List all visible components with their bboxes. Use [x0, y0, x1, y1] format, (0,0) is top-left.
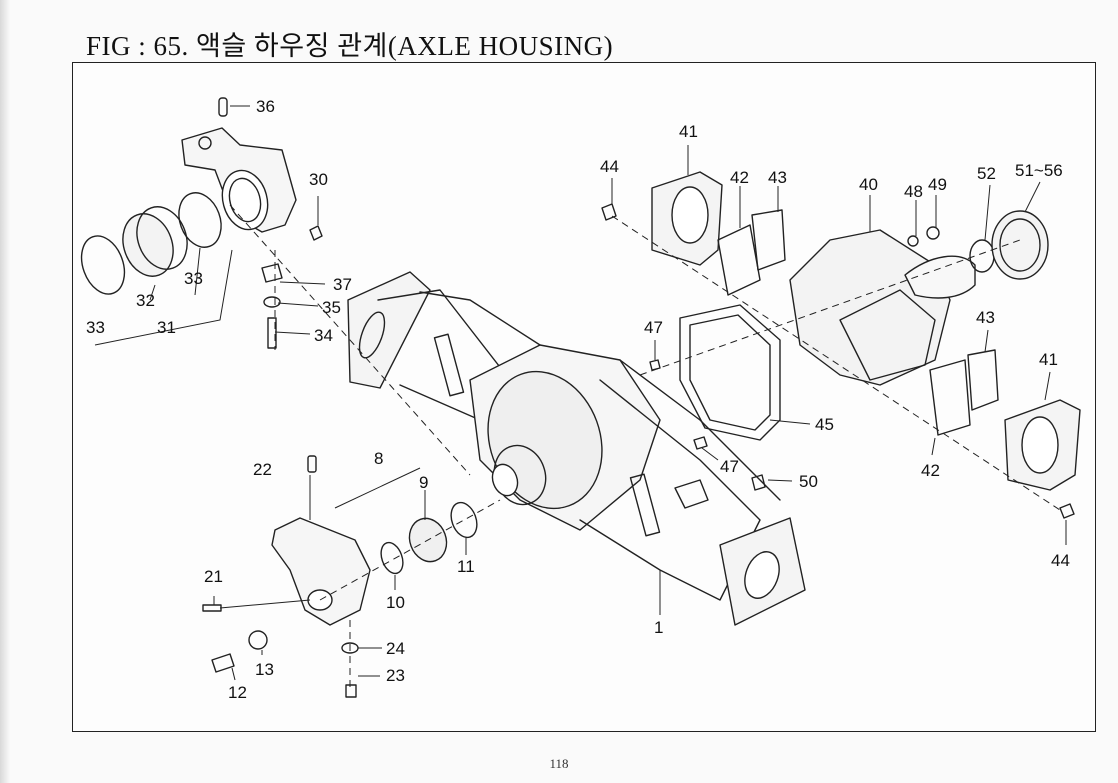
- callout-47-top: 47: [644, 318, 663, 337]
- callout-34: 34: [314, 326, 333, 345]
- page-title: FIG : 65. 액슬 하우징 관계(AXLE HOUSING): [86, 31, 614, 61]
- assembly-centerlines: [229, 204, 1061, 690]
- part-callouts: 36 30 37 35 34 33 32 33 31 8 9 22 21 10 …: [86, 97, 1070, 702]
- callout-22: 22: [253, 460, 272, 479]
- callout-40: 40: [859, 175, 878, 194]
- callout-44-bottom: 44: [1051, 551, 1070, 570]
- seal-rings-31-33: [80, 192, 222, 295]
- top-left-support-bracket: [181, 97, 323, 349]
- callout-30: 30: [309, 170, 328, 189]
- callout-13: 13: [255, 660, 274, 679]
- gasket-45: [679, 304, 781, 441]
- callout-10: 10: [386, 593, 405, 612]
- callout-36: 36: [256, 97, 275, 116]
- callout-43-bottom: 43: [976, 308, 995, 327]
- bottom-left-support-bracket: [202, 455, 478, 698]
- callout-8: 8: [374, 449, 383, 468]
- callout-33-right: 33: [184, 269, 203, 288]
- callout-45: 45: [815, 415, 834, 434]
- callout-49: 49: [928, 175, 947, 194]
- callout-50: 50: [799, 472, 818, 491]
- callout-43-top: 43: [768, 168, 787, 187]
- leader-lines: [94, 105, 1067, 681]
- flange-plate-41-bottom: [1004, 399, 1081, 519]
- gasket-42-43-top: [717, 209, 786, 296]
- callout-47-bottom: 47: [720, 457, 739, 476]
- callout-48: 48: [904, 182, 923, 201]
- callout-52: 52: [977, 164, 996, 183]
- scan-edge-shadow: [0, 0, 10, 783]
- page-number: 118: [549, 756, 569, 771]
- gasket-42-43-bottom: [929, 349, 999, 436]
- callout-1: 1: [654, 618, 663, 637]
- callout-51-56: 51~56: [1015, 161, 1063, 180]
- callout-33-left: 33: [86, 318, 105, 337]
- callout-37: 37: [333, 275, 352, 294]
- callout-9: 9: [419, 473, 428, 492]
- callout-44-top: 44: [600, 157, 619, 176]
- differential-carrier-40: [789, 210, 1049, 386]
- callout-31: 31: [157, 318, 176, 337]
- axle-housing-body: [347, 271, 806, 626]
- callout-11: 11: [457, 557, 475, 576]
- callout-35: 35: [322, 298, 341, 317]
- callout-12: 12: [228, 683, 247, 702]
- callout-41-top: 41: [679, 122, 698, 141]
- small-fittings: [601, 203, 766, 491]
- callout-21: 21: [204, 567, 223, 586]
- callout-23: 23: [386, 666, 405, 685]
- callout-42-top: 42: [730, 168, 749, 187]
- callout-24: 24: [386, 639, 405, 658]
- flange-plate-41-top: [651, 171, 723, 266]
- callout-32: 32: [136, 291, 155, 310]
- callout-41-bottom: 41: [1039, 350, 1058, 369]
- callout-42-bottom: 42: [921, 461, 940, 480]
